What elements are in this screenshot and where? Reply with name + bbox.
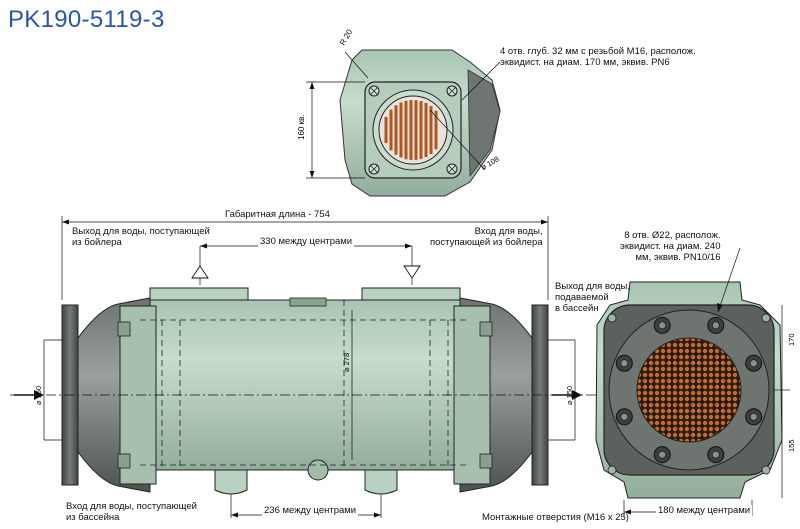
end-flange-bolt-center bbox=[749, 359, 758, 368]
shell-body bbox=[149, 299, 461, 471]
top-view bbox=[306, 49, 501, 197]
dim-170-label: 170 bbox=[787, 333, 796, 346]
mounting-stud bbox=[607, 313, 617, 323]
page-title: PK190-5119-3 bbox=[8, 6, 165, 33]
drain-plug bbox=[307, 459, 329, 481]
bottom-nozzle-left bbox=[214, 469, 248, 495]
top-height-label: 160 кв. bbox=[297, 114, 306, 140]
top-view-grille bbox=[384, 100, 438, 160]
end-view bbox=[595, 247, 790, 516]
end-centers-label: 180 между центрами bbox=[656, 505, 753, 516]
end-view-tubes bbox=[636, 337, 742, 443]
end-view-note: 8 отв. Ø22, располож. эквидист. на диам.… bbox=[620, 230, 721, 263]
water-out-boiler-label: Выход для воды, поступающей из бойлера bbox=[72, 226, 210, 248]
top-nozzle-left bbox=[149, 287, 249, 301]
dim-155-label: 155 bbox=[787, 439, 796, 452]
top-vent bbox=[289, 297, 327, 307]
mounting-stud bbox=[607, 465, 617, 475]
end-flange-bolt-center bbox=[620, 359, 629, 368]
end-flange-bolt-center bbox=[658, 321, 667, 330]
mounting-stud bbox=[761, 465, 771, 475]
mounting-holes-label: Монтажные отверстия (M16 x 25) bbox=[482, 512, 629, 523]
water-out-pool-label: Выход для воды, подаваемой в бассейн bbox=[555, 281, 630, 314]
radius-label: R 20 bbox=[338, 27, 355, 47]
end-flange-bolt-center bbox=[749, 412, 758, 421]
side-bolts bbox=[117, 321, 493, 469]
diam-left-label: ⌀ 150 bbox=[34, 386, 43, 405]
water-in-boiler-label: Вход для воды, поступающей из бойлера bbox=[430, 226, 543, 248]
diam-right-label: ⌀ 150 bbox=[565, 386, 574, 405]
top-view-side-pipe bbox=[467, 69, 501, 178]
top-view-note: 4 отв. глуб. 32 мм с резьбой M16, распол… bbox=[500, 46, 696, 68]
overall-length-label: Габаритная длина - 754 bbox=[225, 209, 330, 220]
end-view-bolts bbox=[607, 313, 771, 475]
end-flange-bolt-center bbox=[711, 450, 720, 459]
top-nozzle-right bbox=[361, 287, 461, 301]
bottom-nozzle-right bbox=[364, 469, 398, 495]
centers-bottom-label: 236 между центрами bbox=[262, 505, 359, 516]
diam-body-label: ⌀ 278 bbox=[342, 353, 351, 372]
centers-top-label: 330 между центрами bbox=[258, 236, 355, 247]
side-view bbox=[10, 216, 600, 518]
end-flange-bolt-center bbox=[620, 412, 629, 421]
mounting-stud bbox=[761, 313, 771, 323]
water-in-pool-label: Вход для воды, поступающей из бассейна bbox=[66, 501, 197, 523]
end-flange-bolt-center bbox=[711, 321, 720, 330]
end-flange-bolt-center bbox=[658, 450, 667, 459]
